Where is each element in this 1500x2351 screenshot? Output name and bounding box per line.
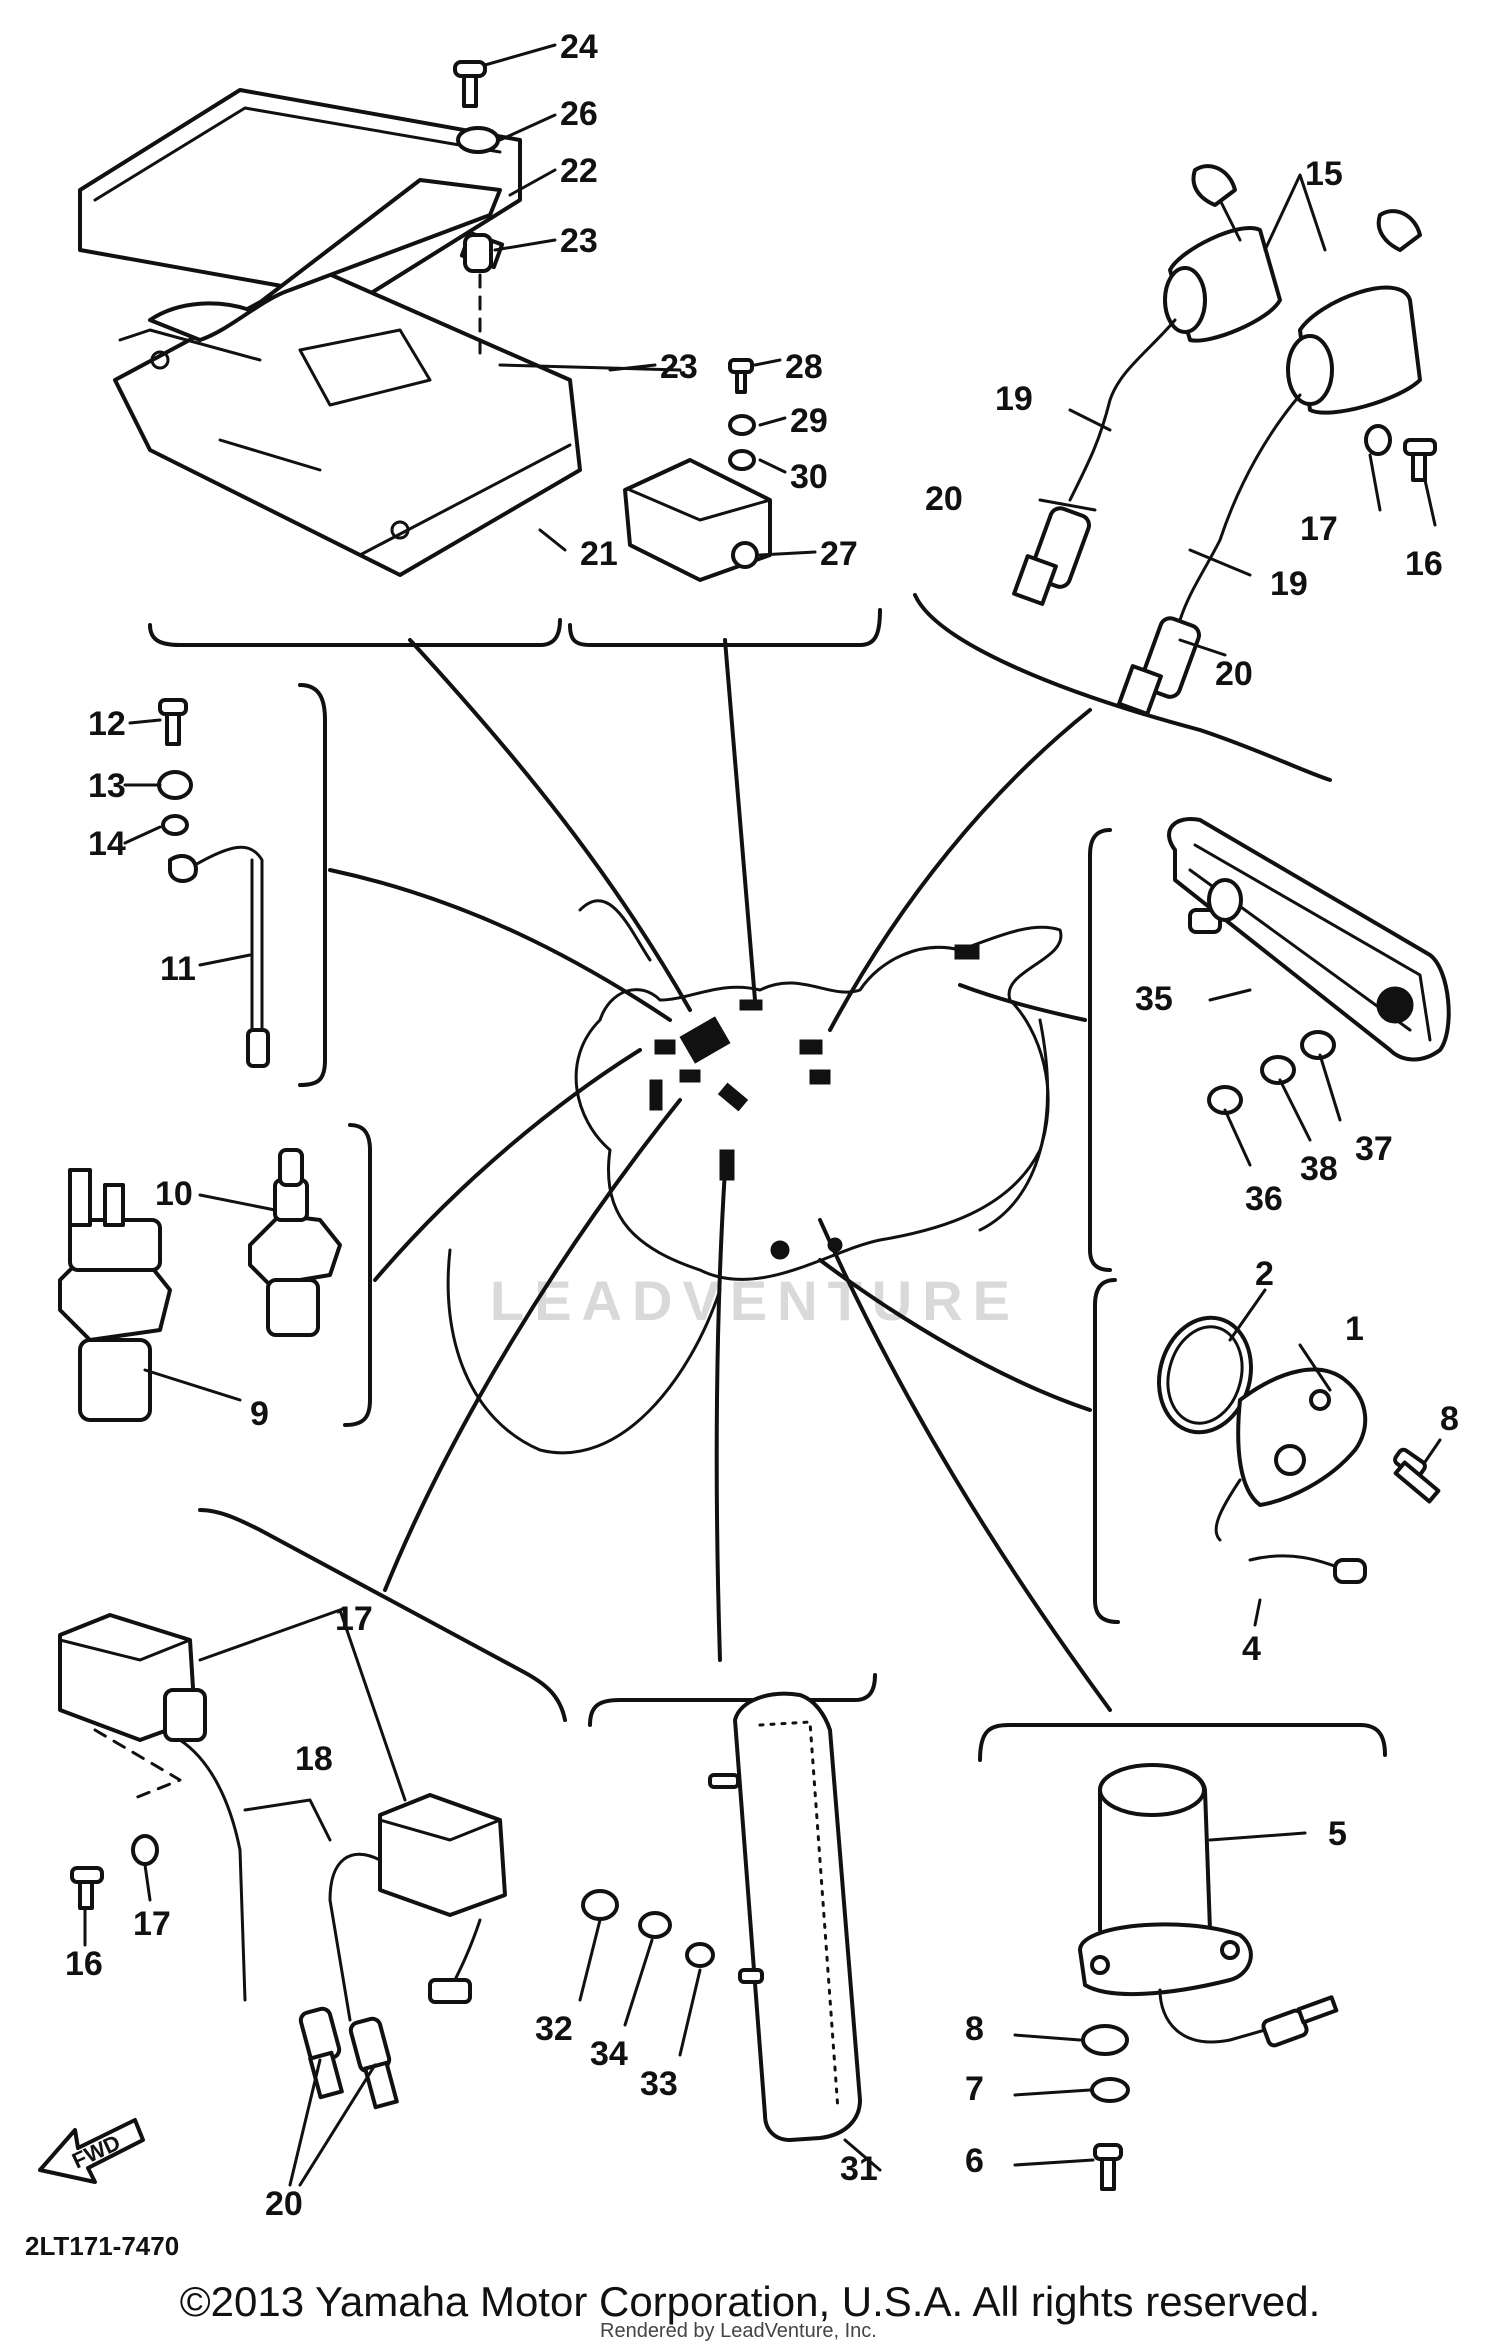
group-brackets [148,593,1387,1762]
callout-26: 26 [560,95,598,133]
sensors [58,1148,342,1422]
ignition-coils-bottom [58,1613,507,2110]
callout-33: 33 [640,2065,678,2103]
bolt-24 [453,60,487,108]
solenoid-assembly [1078,1763,1339,2191]
ignition-coils-top [1012,164,1437,716]
callout-11: 11 [160,950,196,988]
callout-29: 29 [790,402,828,440]
callout-labels: 24 26 22 23 23 28 29 30 27 21 15 19 20 1… [65,28,1459,2223]
callout-19a: 19 [995,380,1033,418]
callout-15b: 17 [335,1600,373,1638]
reflector-assembly [581,1691,862,2142]
callout-5: 5 [1328,1815,1347,1853]
callout-12: 12 [88,705,126,743]
callout-20b: 20 [1215,655,1253,693]
callout-13: 13 [88,767,126,805]
callout-22: 22 [560,152,598,190]
callout-2: 2 [1255,1255,1274,1293]
callout-27: 27 [820,535,858,573]
callout-16b: 16 [65,1945,103,1983]
callout-37: 37 [1355,1130,1393,1168]
callout-7: 7 [965,2070,984,2108]
callout-20a: 20 [925,480,963,518]
callout-17b: 17 [133,1905,171,1943]
callout-15a: 15 [1305,155,1343,193]
callout-21: 21 [580,535,618,573]
callout-20c: 20 [265,2185,303,2223]
callout-17a: 17 [1300,510,1338,548]
leader-lines [328,638,1112,1712]
callout-31: 31 [840,2150,878,2188]
rendered-by-note: Rendered by LeadVenture, Inc. [600,2320,877,2342]
callout-19b: 19 [1270,565,1308,603]
callout-4: 4 [1242,1630,1261,1668]
callout-35: 35 [1135,980,1173,1018]
callout-8a: 8 [1440,1400,1459,1438]
ecu-assembly [78,88,582,577]
callout-8b: 8 [965,2010,984,2048]
relay-assembly [623,358,772,582]
washer-26 [456,126,500,154]
callout-23a: 23 [560,222,598,260]
callout-16a: 16 [1405,545,1443,583]
callout-32: 32 [535,2010,573,2048]
callout-24: 24 [560,28,598,66]
callout-18: 18 [295,1740,333,1778]
taillight-assembly [1167,817,1451,1115]
callout-9: 9 [250,1395,269,1433]
callout-23b: 23 [660,348,698,386]
callout-14: 14 [88,825,126,863]
callout-6: 6 [965,2142,984,2180]
fwd-arrow: FWD [38,2118,145,2184]
part-code: 2LT171-7470 [25,2231,179,2261]
ground-lead [157,698,270,1068]
callout-10: 10 [155,1175,193,1213]
callout-1: 1 [1345,1310,1364,1348]
copyright-notice: ©2013 Yamaha Motor Corporation, U.S.A. A… [179,2278,1321,2325]
callout-leaders [83,43,1442,2187]
callout-34: 34 [590,2035,628,2073]
callout-38: 38 [1300,1150,1338,1188]
collar-23 [463,233,493,273]
callout-30: 30 [790,458,828,496]
pickup-assembly [1157,1315,1441,1584]
callout-28: 28 [785,348,823,386]
callout-36: 36 [1245,1180,1283,1218]
